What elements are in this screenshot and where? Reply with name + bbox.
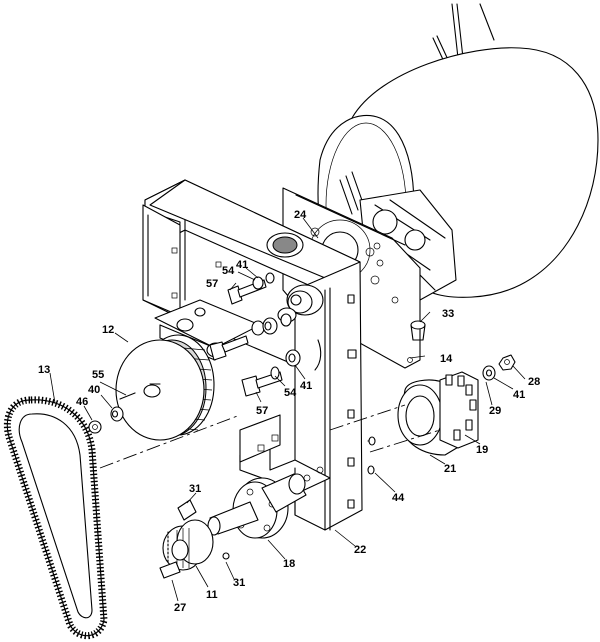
- callout-44: 44: [392, 492, 405, 504]
- callout-22: 22: [354, 544, 366, 556]
- bolt-set-mid: [209, 313, 292, 361]
- callout-28: 28: [528, 376, 540, 388]
- output-shaft-18: [207, 473, 307, 539]
- leader-lines: [49, 217, 526, 602]
- callout-46: 46: [76, 396, 88, 408]
- callout-29: 29: [489, 405, 501, 417]
- callout-11: 11: [206, 589, 218, 601]
- hardware-40-46-55: [88, 392, 136, 434]
- drive-belt-13: [3, 396, 108, 640]
- callout-13: 13: [38, 364, 50, 376]
- callout-54: 54: [284, 387, 297, 399]
- axis-centerlines: [99, 404, 441, 469]
- callout-19: 19: [476, 444, 488, 456]
- callout-18: 18: [283, 558, 295, 570]
- hardware-29-41-28: [482, 354, 516, 381]
- callout-21: 21: [444, 463, 456, 475]
- callout-31: 31: [233, 577, 245, 589]
- callout-41: 41: [236, 259, 248, 271]
- callout-57: 57: [206, 278, 218, 290]
- callout-labels: 24 41 54 57 33 12 14 13 55 28 40 41 29 4…: [38, 209, 540, 614]
- callout-31: 31: [189, 483, 201, 495]
- hub-assembly-19-21: [397, 371, 479, 456]
- bolt-44: [367, 436, 376, 475]
- callout-41: 41: [300, 380, 312, 392]
- callout-27: 27: [174, 602, 186, 614]
- sprocket-11: [159, 499, 230, 579]
- callout-57: 57: [256, 405, 268, 417]
- bolt-set-upper: [227, 272, 275, 305]
- callout-54: 54: [222, 265, 235, 277]
- gearbox-frame: [142, 179, 363, 531]
- callout-41: 41: [513, 389, 525, 401]
- callout-40: 40: [88, 384, 100, 396]
- pulley-12: [115, 299, 261, 441]
- callout-33: 33: [442, 308, 454, 320]
- callout-24: 24: [294, 209, 307, 221]
- callout-14: 14: [440, 353, 453, 365]
- callout-12: 12: [102, 324, 114, 336]
- screw-33: [407, 320, 426, 363]
- callout-55: 55: [92, 369, 104, 381]
